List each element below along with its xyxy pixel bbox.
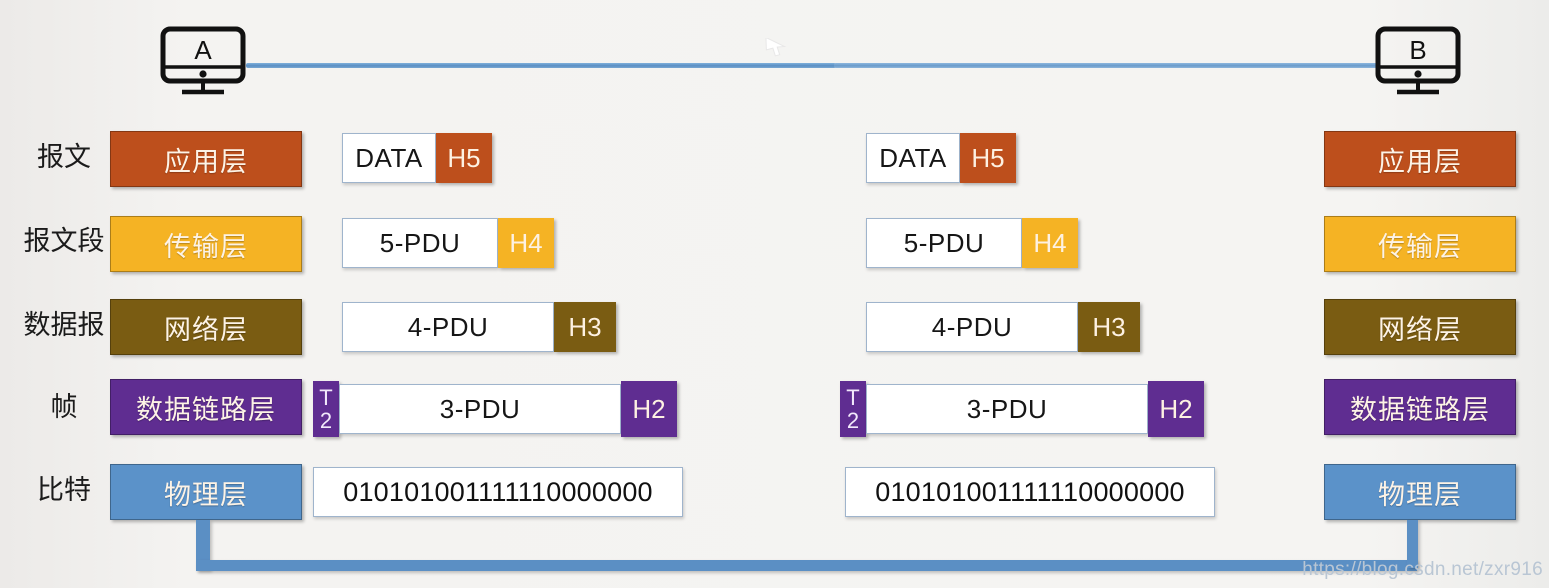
layer-label: 应用层: [1378, 146, 1462, 178]
pdu-right-network: 4-PDU H3: [866, 302, 1140, 352]
pdu-body: 5-PDU: [866, 218, 1022, 268]
layer-box-right-datalink: 数据链路层: [1324, 379, 1516, 435]
pdu-left-application: DATA H5: [342, 133, 492, 183]
mouse-pointer-icon: [762, 36, 792, 58]
pdu-body: 4-PDU: [866, 302, 1078, 352]
layer-label: 网络层: [1378, 314, 1462, 346]
layer-label: 数据链路层: [136, 394, 276, 426]
row-caption-bit: 比特: [37, 475, 91, 506]
physical-wire-bottom: [196, 560, 1417, 571]
pdu-header-h4: H4: [1022, 218, 1078, 268]
layer-label: 物理层: [1378, 479, 1462, 511]
pdu-header-h5: H5: [436, 133, 492, 183]
pdu-body: DATA: [866, 133, 960, 183]
physical-wire-right-drop: [1407, 520, 1418, 568]
host-b-label: B: [1409, 35, 1426, 65]
row-caption-frame: 帧: [50, 392, 78, 423]
monitor-icon-host-b: B: [1375, 26, 1461, 98]
pdu-header-h2: H2: [621, 381, 677, 437]
layer-label: 传输层: [164, 231, 248, 263]
pdu-body: 3-PDU: [339, 384, 621, 434]
pdu-left-datalink: T 2 3-PDU H2: [313, 381, 677, 437]
layer-label: 数据链路层: [1350, 394, 1490, 426]
pdu-right-transport: 5-PDU H4: [866, 218, 1078, 268]
pdu-left-transport: 5-PDU H4: [342, 218, 554, 268]
row-caption-message: 报文: [37, 142, 91, 173]
layer-label: 传输层: [1378, 231, 1462, 263]
layer-box-right-transport: 传输层: [1324, 216, 1516, 272]
pdu-body: DATA: [342, 133, 436, 183]
physical-wire-left-drop: [196, 520, 210, 570]
bitstream-right: 010101001111110000000: [845, 467, 1215, 517]
network-link-segment-left: [246, 63, 836, 68]
pdu-trailer-t2: T 2: [313, 381, 339, 437]
watermark: https://blog.csdn.net/zxr916: [1302, 559, 1543, 580]
pdu-body: 5-PDU: [342, 218, 498, 268]
layer-label: 网络层: [164, 314, 248, 346]
trailer-line-1: T: [319, 385, 333, 410]
layer-box-right-application: 应用层: [1324, 131, 1516, 187]
layer-box-right-network: 网络层: [1324, 299, 1516, 355]
pdu-left-network: 4-PDU H3: [342, 302, 616, 352]
pdu-right-application: DATA H5: [866, 133, 1016, 183]
layer-box-left-application: 应用层: [110, 131, 302, 187]
layer-label: 物理层: [164, 479, 248, 511]
pdu-trailer-t2: T 2: [840, 381, 866, 437]
pdu-body: 3-PDU: [866, 384, 1148, 434]
trailer-line-1: T: [846, 385, 860, 410]
pdu-body: 4-PDU: [342, 302, 554, 352]
pdu-header-h4: H4: [498, 218, 554, 268]
layer-label: 应用层: [164, 146, 248, 178]
layer-box-left-network: 网络层: [110, 299, 302, 355]
bitstream-left: 010101001111110000000: [313, 467, 683, 517]
layer-box-left-physical: 物理层: [110, 464, 302, 520]
trailer-line-2: 2: [846, 408, 860, 433]
pdu-header-h5: H5: [960, 133, 1016, 183]
row-caption-datagram: 数据报: [23, 310, 105, 341]
monitor-icon-host-a: A: [160, 26, 246, 98]
layer-box-right-physical: 物理层: [1324, 464, 1516, 520]
network-link-segment-right: [834, 63, 1379, 68]
host-a-label: A: [194, 35, 212, 65]
pdu-right-datalink: T 2 3-PDU H2: [840, 381, 1204, 437]
trailer-line-2: 2: [319, 408, 333, 433]
row-caption-segment: 报文段: [23, 226, 105, 257]
pdu-header-h2: H2: [1148, 381, 1204, 437]
layer-box-left-datalink: 数据链路层: [110, 379, 302, 435]
layer-box-left-transport: 传输层: [110, 216, 302, 272]
pdu-header-h3: H3: [554, 302, 616, 352]
pdu-header-h3: H3: [1078, 302, 1140, 352]
